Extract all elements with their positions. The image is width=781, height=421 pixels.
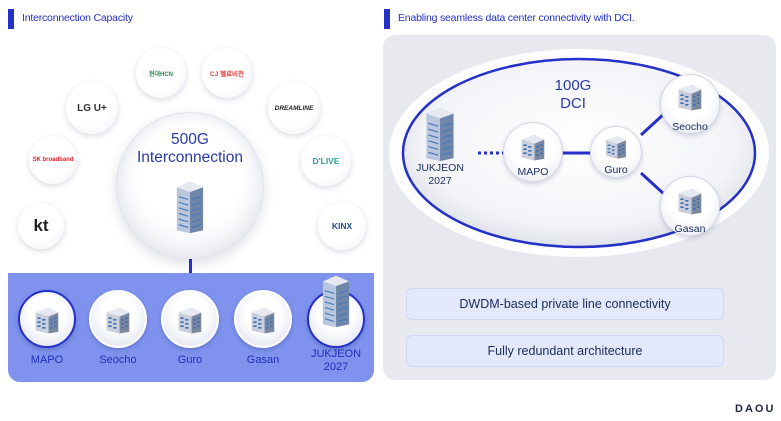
dci-capacity: 100G [554, 77, 592, 94]
partner-logo-sk-broadband: SK broadband [29, 136, 77, 184]
building-icon [168, 178, 212, 234]
dci-node-label: MAPO [517, 166, 549, 178]
datacenter-seocho-node [89, 290, 147, 348]
hub-label: Interconnection [137, 149, 243, 166]
partner-name: SK broadband [32, 157, 74, 163]
dci-node-label: Guro [604, 164, 628, 176]
datacenter-label: MAPO [30, 354, 64, 366]
partner-name: DREAMLINE [274, 104, 314, 112]
dci-label: DCI [560, 95, 586, 112]
dci-section-title: Enabling seamless data center connectivi… [398, 12, 635, 24]
partner-name: LG U+ [77, 102, 107, 114]
interconnection-capacity-title: Interconnection Capacity [22, 12, 133, 24]
partner-name: 현대HCN [148, 71, 174, 78]
brand-logo: DAOU [735, 403, 776, 415]
feature-dwdm: DWDM-based private line connectivity [406, 288, 724, 320]
datacenter-mapo-node [18, 290, 76, 348]
partner-name: CJ 헬로비전 [209, 71, 245, 78]
dci-node-label-year: 2027 [428, 175, 452, 187]
building-icon [247, 303, 279, 335]
partner-logo-kt: kt [18, 203, 64, 249]
dci-node-label: Seocho [672, 121, 708, 133]
partner-name: D'LIVE [312, 156, 340, 166]
datacenter-gasan-node [234, 290, 292, 348]
building-icon [674, 80, 706, 112]
datacenter-label: Guro [177, 354, 203, 366]
building-icon [674, 184, 706, 216]
building-icon [316, 272, 356, 328]
building-icon [174, 303, 206, 335]
partner-logo-hyundai-hcn: 현대HCN [136, 48, 186, 98]
partner-logo-cj-hellovision: CJ 헬로비전 [202, 48, 252, 98]
datacenter-label-year: 2027 [323, 361, 349, 373]
building-icon [517, 130, 549, 162]
connector-line [189, 259, 192, 275]
building-icon [420, 104, 460, 162]
building-icon [31, 303, 63, 335]
datacenter-label: JUKJEON [310, 348, 362, 360]
partner-logo-lgu: LG U+ [66, 82, 118, 134]
datacenter-guro-node [161, 290, 219, 348]
building-icon [102, 303, 134, 335]
partner-logo-dreamline: DREAMLINE [268, 82, 320, 134]
partner-logo-kinx: KINX [318, 202, 366, 250]
partner-name: KINX [331, 221, 353, 231]
datacenter-label: Gasan [246, 354, 280, 366]
section-accent-bar [8, 9, 14, 29]
hub-capacity: 500G [171, 131, 209, 148]
dci-node-label: Gasan [674, 223, 706, 235]
section-accent-bar [384, 9, 390, 29]
building-icon [602, 132, 630, 160]
dci-node-label: JUKJEON [416, 162, 464, 174]
partner-name: kt [33, 216, 49, 235]
partner-logo-dlive: D'LIVE [301, 136, 351, 186]
datacenter-label: Seocho [99, 354, 137, 366]
feature-redundancy: Fully redundant architecture [406, 335, 724, 367]
